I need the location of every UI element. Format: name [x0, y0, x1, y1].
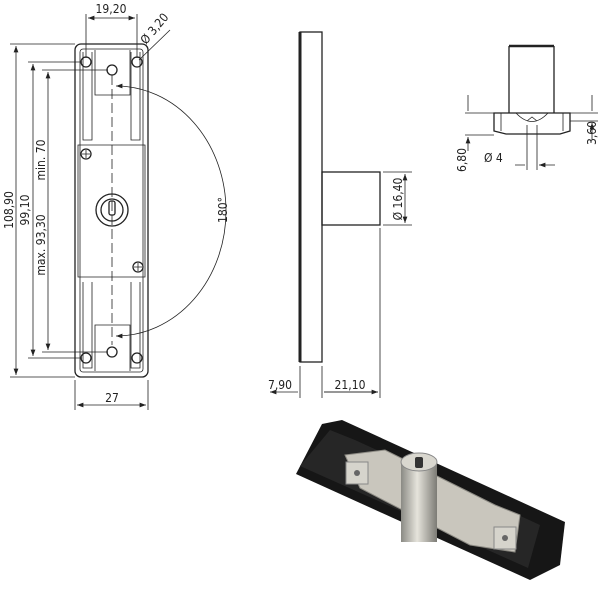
- cylinder-length-label: 21,10: [335, 378, 366, 392]
- cam-min-label: min. 70: [34, 139, 48, 180]
- mounting-holes: [80, 56, 143, 364]
- front-view: 108,90 99,10 max. 93,30 min. 70 180° 19,…: [2, 2, 230, 410]
- plate-thickness-label: 7,90: [268, 378, 292, 392]
- height-cam-label: 3,60: [585, 121, 599, 145]
- side-view: Ø 16,40 7,90 21,10: [268, 31, 412, 398]
- height-total-label: 6,80: [455, 148, 469, 172]
- product-photo: [296, 420, 565, 580]
- cam-hole-top: [106, 64, 118, 76]
- cylinder-side: [321, 171, 381, 226]
- cylinder-photo: [401, 462, 437, 542]
- lock-plate-outline: [74, 43, 149, 378]
- cylinder-diameter-label: Ø 16,40: [391, 177, 405, 220]
- overall-length-label: 108,90: [2, 191, 16, 229]
- rotation-arc: [115, 83, 227, 339]
- overall-width-label: 27: [105, 391, 119, 405]
- width-top-label: 19,20: [96, 2, 127, 16]
- hole-spacing-label: 99,10: [18, 194, 32, 225]
- rotation-label: 180°: [216, 197, 230, 223]
- cam-max-label: max. 93,30: [34, 214, 48, 275]
- screw-icon: [132, 261, 144, 273]
- cam-hole-bottom: [106, 346, 118, 358]
- pin-diameter-label: Ø 4: [484, 151, 503, 165]
- detail-view: 6,80 3,60 Ø 4: [455, 44, 599, 172]
- screw-icon: [80, 148, 92, 160]
- hole-diameter-label: Ø 3,20: [138, 10, 172, 47]
